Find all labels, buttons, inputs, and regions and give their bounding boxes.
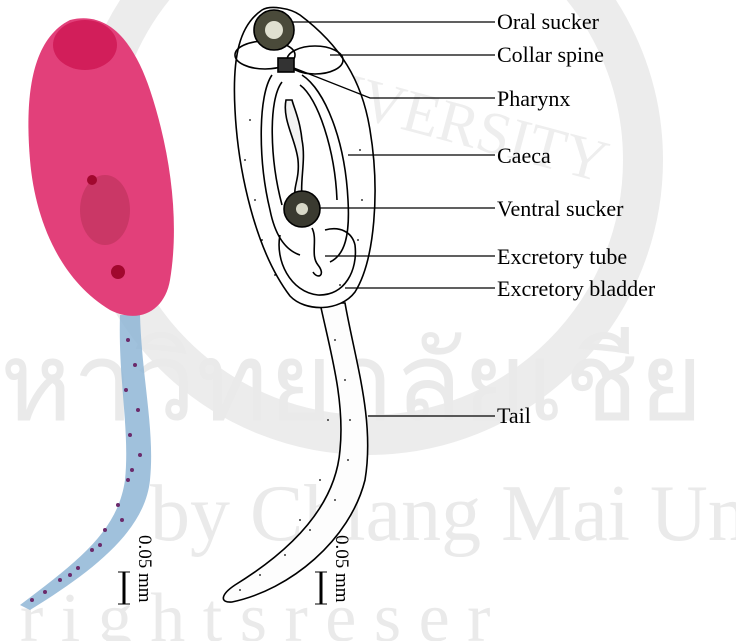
scale-label-right: 0.05 mm [330, 535, 352, 603]
stained-spot [87, 175, 97, 185]
stained-oral-sucker [53, 20, 117, 70]
drawn-pharynx [278, 58, 294, 72]
label-oral-sucker: Oral sucker [497, 11, 599, 33]
drawn-ventral-sucker-center [296, 203, 308, 215]
label-pharynx: Pharynx [497, 88, 570, 110]
scale-label-left: 0.05 mm [133, 535, 155, 603]
drawn-oral-sucker-center [265, 21, 283, 39]
stained-spot [111, 265, 125, 279]
label-tail: Tail [497, 405, 531, 427]
watermark-by-line: by Chiang Mai Un [150, 470, 736, 558]
label-collar-spine: Collar spine [497, 44, 604, 66]
stained-ventral-area [80, 175, 130, 245]
label-caeca: Caeca [497, 145, 551, 167]
label-ventral-sucker: Ventral sucker [497, 198, 623, 220]
label-excretory-bladder: Excretory bladder [497, 278, 655, 300]
label-excretory-tube: Excretory tube [497, 246, 627, 268]
